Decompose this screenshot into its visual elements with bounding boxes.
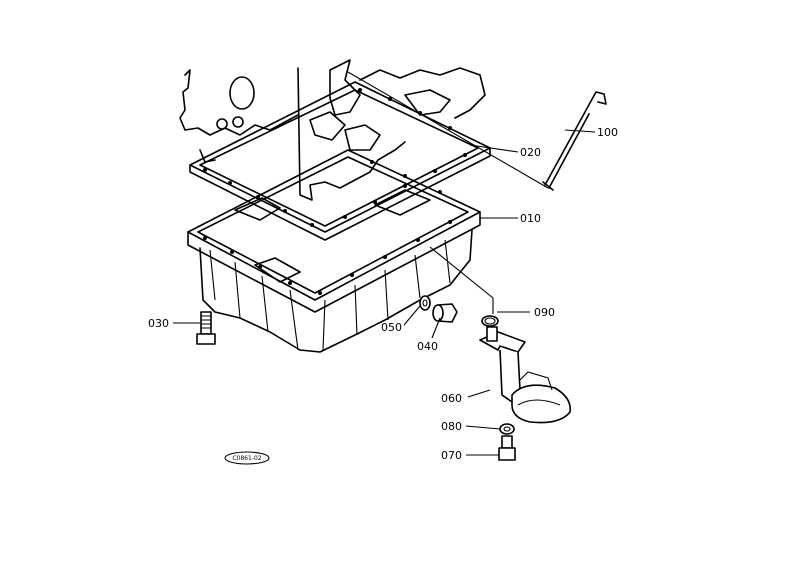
figure-tag: C0861-02 [224,451,270,465]
washer-080 [499,423,515,435]
label-090: 090 [534,306,555,319]
label-060: 060 [441,392,462,405]
label-050: 050 [381,321,402,334]
label-030: 030 [148,317,169,330]
o-ring-090 [481,315,499,327]
leader-lines [173,71,596,456]
oil-pan-010 [187,149,481,353]
oil-strainer-060 [479,326,572,424]
label-070: 070 [441,449,462,462]
label-100: 100 [597,126,618,139]
label-080: 080 [441,420,462,433]
washer-050 [419,295,431,311]
label-040: 040 [417,340,438,353]
dipstick-100 [542,91,607,191]
bolt-030 [196,311,216,345]
label-010: 010 [520,212,541,225]
drain-plug-040 [432,303,458,323]
label-020: 020 [520,146,541,159]
bolt-070 [498,435,516,461]
figure-tag-text: C0861-02 [232,455,261,462]
engine-block [179,59,486,201]
